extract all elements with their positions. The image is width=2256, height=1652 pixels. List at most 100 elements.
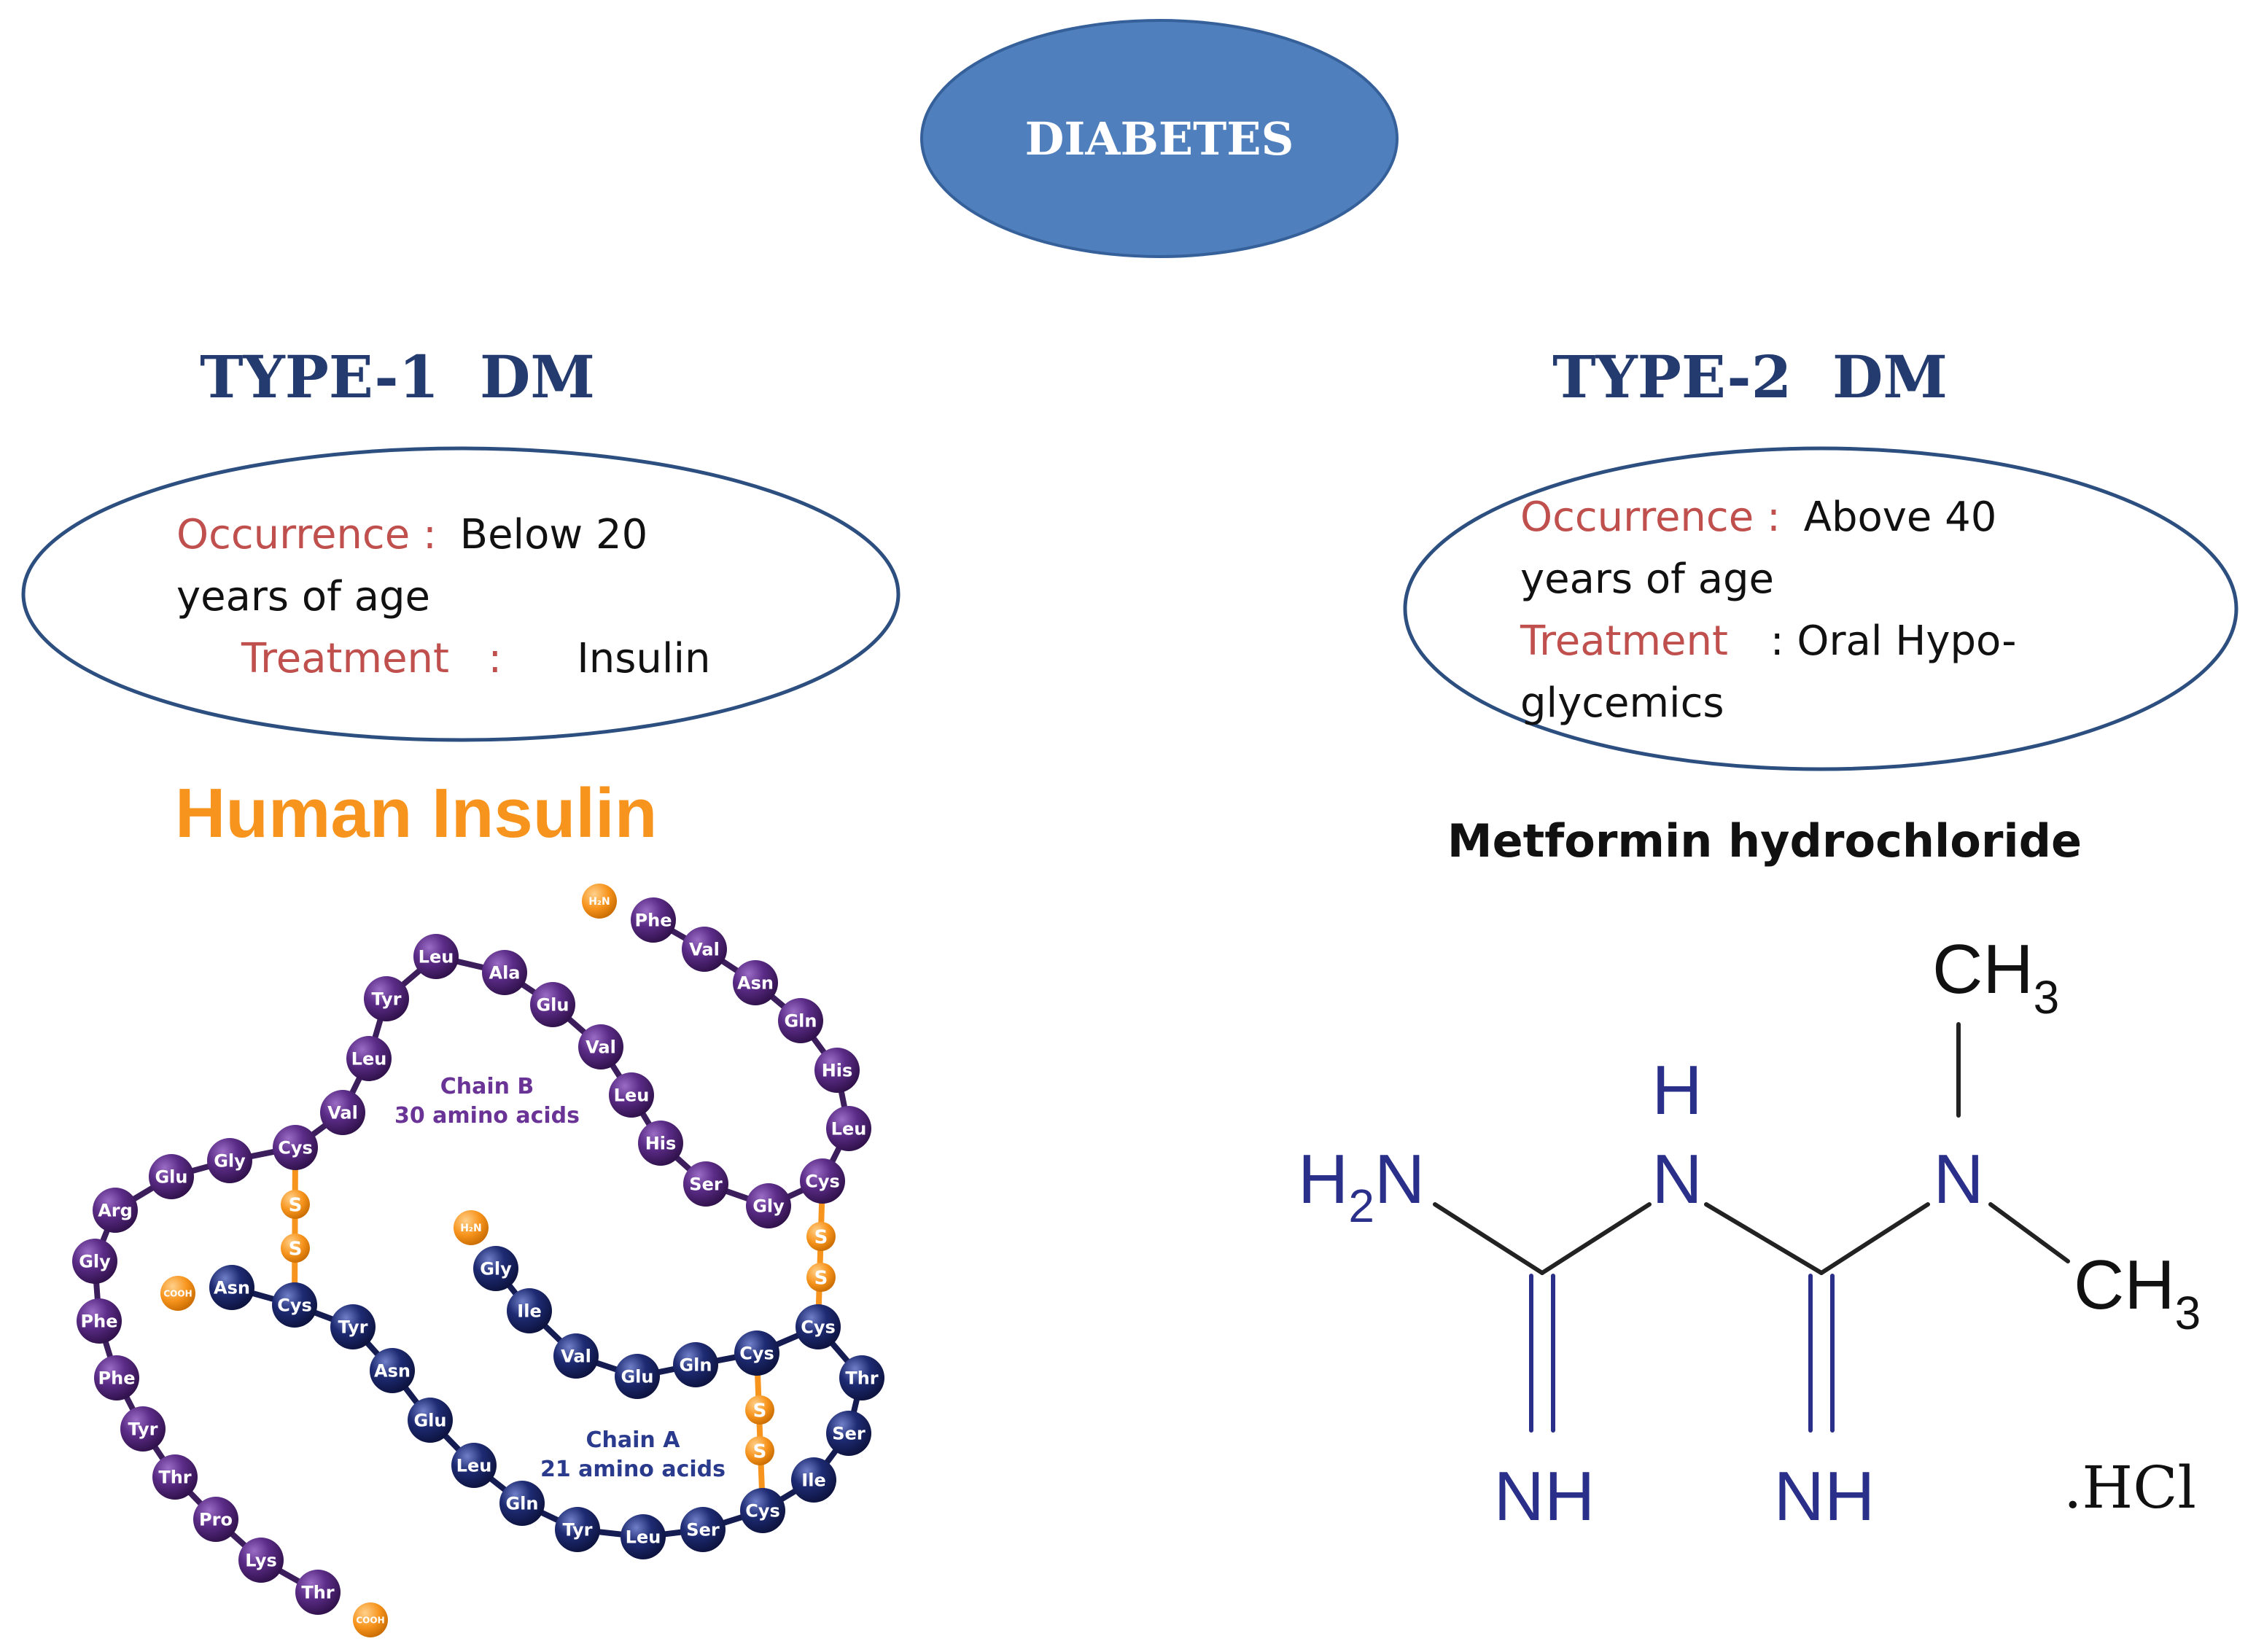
chain-b-residue-13: Glu xyxy=(530,982,575,1027)
chain-a-residue-9: Ser xyxy=(826,1411,871,1456)
chain-a-residue-17: Glu xyxy=(408,1398,453,1443)
chain-b-residue-16-label: Tyr xyxy=(371,989,401,1010)
chain-a-residue-5: Gln xyxy=(673,1342,718,1387)
chain-a-residue-20-label: Cys xyxy=(277,1296,312,1316)
chain-b-n-terminus: H₂N xyxy=(582,884,617,919)
bond-n-c2 xyxy=(1704,1202,1824,1275)
type1-occurrence-value: Below 20 xyxy=(460,511,648,558)
disulfide-s-5: S xyxy=(745,1395,774,1425)
type1-occurrence-line: Occurrence : Below 20 xyxy=(176,511,647,558)
chain-b-residue-6-circle xyxy=(826,1106,871,1151)
chain-b-c-terminus-label: COOH xyxy=(356,1615,384,1625)
chain-b-residue-2: Val xyxy=(682,927,727,972)
chain-a-residue-18-label: Asn xyxy=(374,1361,411,1382)
chain-a-residue-18-circle xyxy=(370,1348,415,1393)
chain-b-residue-22-circle xyxy=(93,1188,138,1233)
chain-a-residue-19-label: Tyr xyxy=(338,1317,367,1338)
chain-b-residue-14-label: Ala xyxy=(489,963,521,983)
chain-b-residue-14-circle xyxy=(482,950,527,995)
chain-b-residue-2-label: Val xyxy=(689,940,720,960)
disulfide-s-2: S xyxy=(806,1263,836,1292)
chain-b-residue-3-label: Asn xyxy=(737,973,774,994)
page-title: DIABETES xyxy=(1025,112,1294,165)
chain-a-residue-11-circle xyxy=(740,1488,785,1533)
disulfide-s-1-label: S xyxy=(814,1226,828,1248)
chain-b-residue-4-circle xyxy=(778,998,823,1043)
atom-h2n-n: N xyxy=(1374,1140,1425,1218)
chain-a-residue-7: Cys xyxy=(796,1304,841,1349)
atom-nh-left: NH xyxy=(1494,1457,1595,1535)
chain-a-residue-20-circle xyxy=(272,1282,317,1328)
chain-a-residue-14: Tyr xyxy=(555,1507,600,1552)
chain-a-residue-1-label: Gly xyxy=(480,1259,512,1279)
chain-b-residue-18-label: Val xyxy=(327,1103,358,1123)
chain-a-residue-18: Asn xyxy=(370,1348,415,1393)
chain-b-residue-11-label: Leu xyxy=(614,1086,650,1106)
chain-b-residue-27: Thr xyxy=(152,1454,198,1500)
chain-b-residue-10: His xyxy=(638,1121,683,1166)
type2-treatment-line: Treatment : Oral Hypo- xyxy=(1520,617,2017,665)
chain-b-residue-12: Val xyxy=(578,1024,623,1069)
chain-b-residue-21-circle xyxy=(149,1154,194,1199)
chain-a-residue-11: Cys xyxy=(740,1488,785,1533)
chain-a-residue-21: Asn xyxy=(209,1265,254,1310)
disulfide-s-2-label: S xyxy=(814,1267,828,1289)
atom-ch3-right: CH3 xyxy=(2074,1246,2201,1339)
chain-a-residue-2-circle xyxy=(507,1288,552,1333)
insulin-title: Human Insulin xyxy=(175,774,657,852)
chain-b-residue-5: His xyxy=(814,1048,860,1093)
chain-b-residue-28-circle xyxy=(193,1497,238,1542)
type1-treatment-line: Treatment : Insulin xyxy=(176,635,750,682)
chain-b-residue-13-circle xyxy=(530,982,575,1027)
chain-a-residue-14-circle xyxy=(555,1507,600,1552)
chain-b-residue-17: Leu xyxy=(346,1036,392,1081)
chain-a-residue-14-label: Tyr xyxy=(562,1520,592,1540)
chain-b-residue-20-label: Gly xyxy=(214,1151,246,1172)
chain-a-residue-3-circle xyxy=(553,1333,599,1379)
chain-a-residue-13-label: Leu xyxy=(626,1527,661,1548)
chain-b-residue-10-circle xyxy=(638,1121,683,1166)
chain-a-residue-12-circle xyxy=(680,1507,726,1552)
chain-a-n-terminus-label: H₂N xyxy=(460,1223,482,1234)
bond-c2-n xyxy=(1819,1202,1930,1275)
chain-b-backbone xyxy=(91,917,852,1595)
atom-h-top: H xyxy=(1652,1051,1702,1129)
chain-b-residue-12-circle xyxy=(578,1024,623,1069)
chain-b-residue-22-label: Arg xyxy=(98,1201,133,1221)
chain-a-residue-16: Leu xyxy=(451,1443,497,1488)
chain-b-residue-30: Thr xyxy=(295,1570,341,1615)
chain-b-residue-1: Phe xyxy=(631,897,676,943)
chain-b-residue-30-label: Thr xyxy=(301,1583,334,1603)
chain-b-residue-4: Gln xyxy=(778,998,823,1043)
atom-h2n: H2N xyxy=(1298,1140,1425,1232)
chain-b-residue-23-circle xyxy=(72,1239,117,1284)
chain-b-residue-1-label: Phe xyxy=(635,911,672,931)
chain-b-residue-5-circle xyxy=(814,1048,860,1093)
atom-h2n-h: H xyxy=(1298,1140,1348,1218)
chain-b-residue-11-circle xyxy=(609,1072,654,1118)
chain-b-residue-13-label: Glu xyxy=(536,995,569,1016)
disulfide-s-3: S xyxy=(281,1190,310,1219)
chain-b-residue-6: Leu xyxy=(826,1106,871,1151)
chain-a-c-terminus: COOH xyxy=(160,1276,195,1311)
chain-a-residue-19: Tyr xyxy=(330,1304,376,1349)
bond-n-ch3-right xyxy=(1988,1202,2070,1263)
chain-b-c-terminus-circle xyxy=(353,1602,388,1637)
hcl-label: .HCl xyxy=(2064,1454,2196,1522)
disulfide-s-2-circle xyxy=(806,1263,836,1292)
chain-b-residue-16-circle xyxy=(364,976,409,1021)
type1-occurrence-label: Occurrence : xyxy=(176,511,437,558)
chain-b-residue-19-label: Cys xyxy=(278,1138,313,1158)
disulfide-bond-3 xyxy=(754,1352,766,1511)
chain-a-residue-21-circle xyxy=(209,1265,254,1310)
chain-a-residue-21-label: Asn xyxy=(214,1278,250,1298)
chain-b-residue-2-circle xyxy=(682,927,727,972)
chain-a-residue-1: Gly xyxy=(473,1246,518,1291)
type1-occurrence-value-2: years of age xyxy=(176,573,430,620)
chain-a-label: Chain A xyxy=(586,1427,681,1453)
chain-a-residue-10-circle xyxy=(791,1457,836,1503)
chain-a-residue-15: Gln xyxy=(499,1481,545,1526)
chain-b-residue-25-label: Phe xyxy=(98,1368,136,1389)
chain-a-residue-15-circle xyxy=(499,1481,545,1526)
